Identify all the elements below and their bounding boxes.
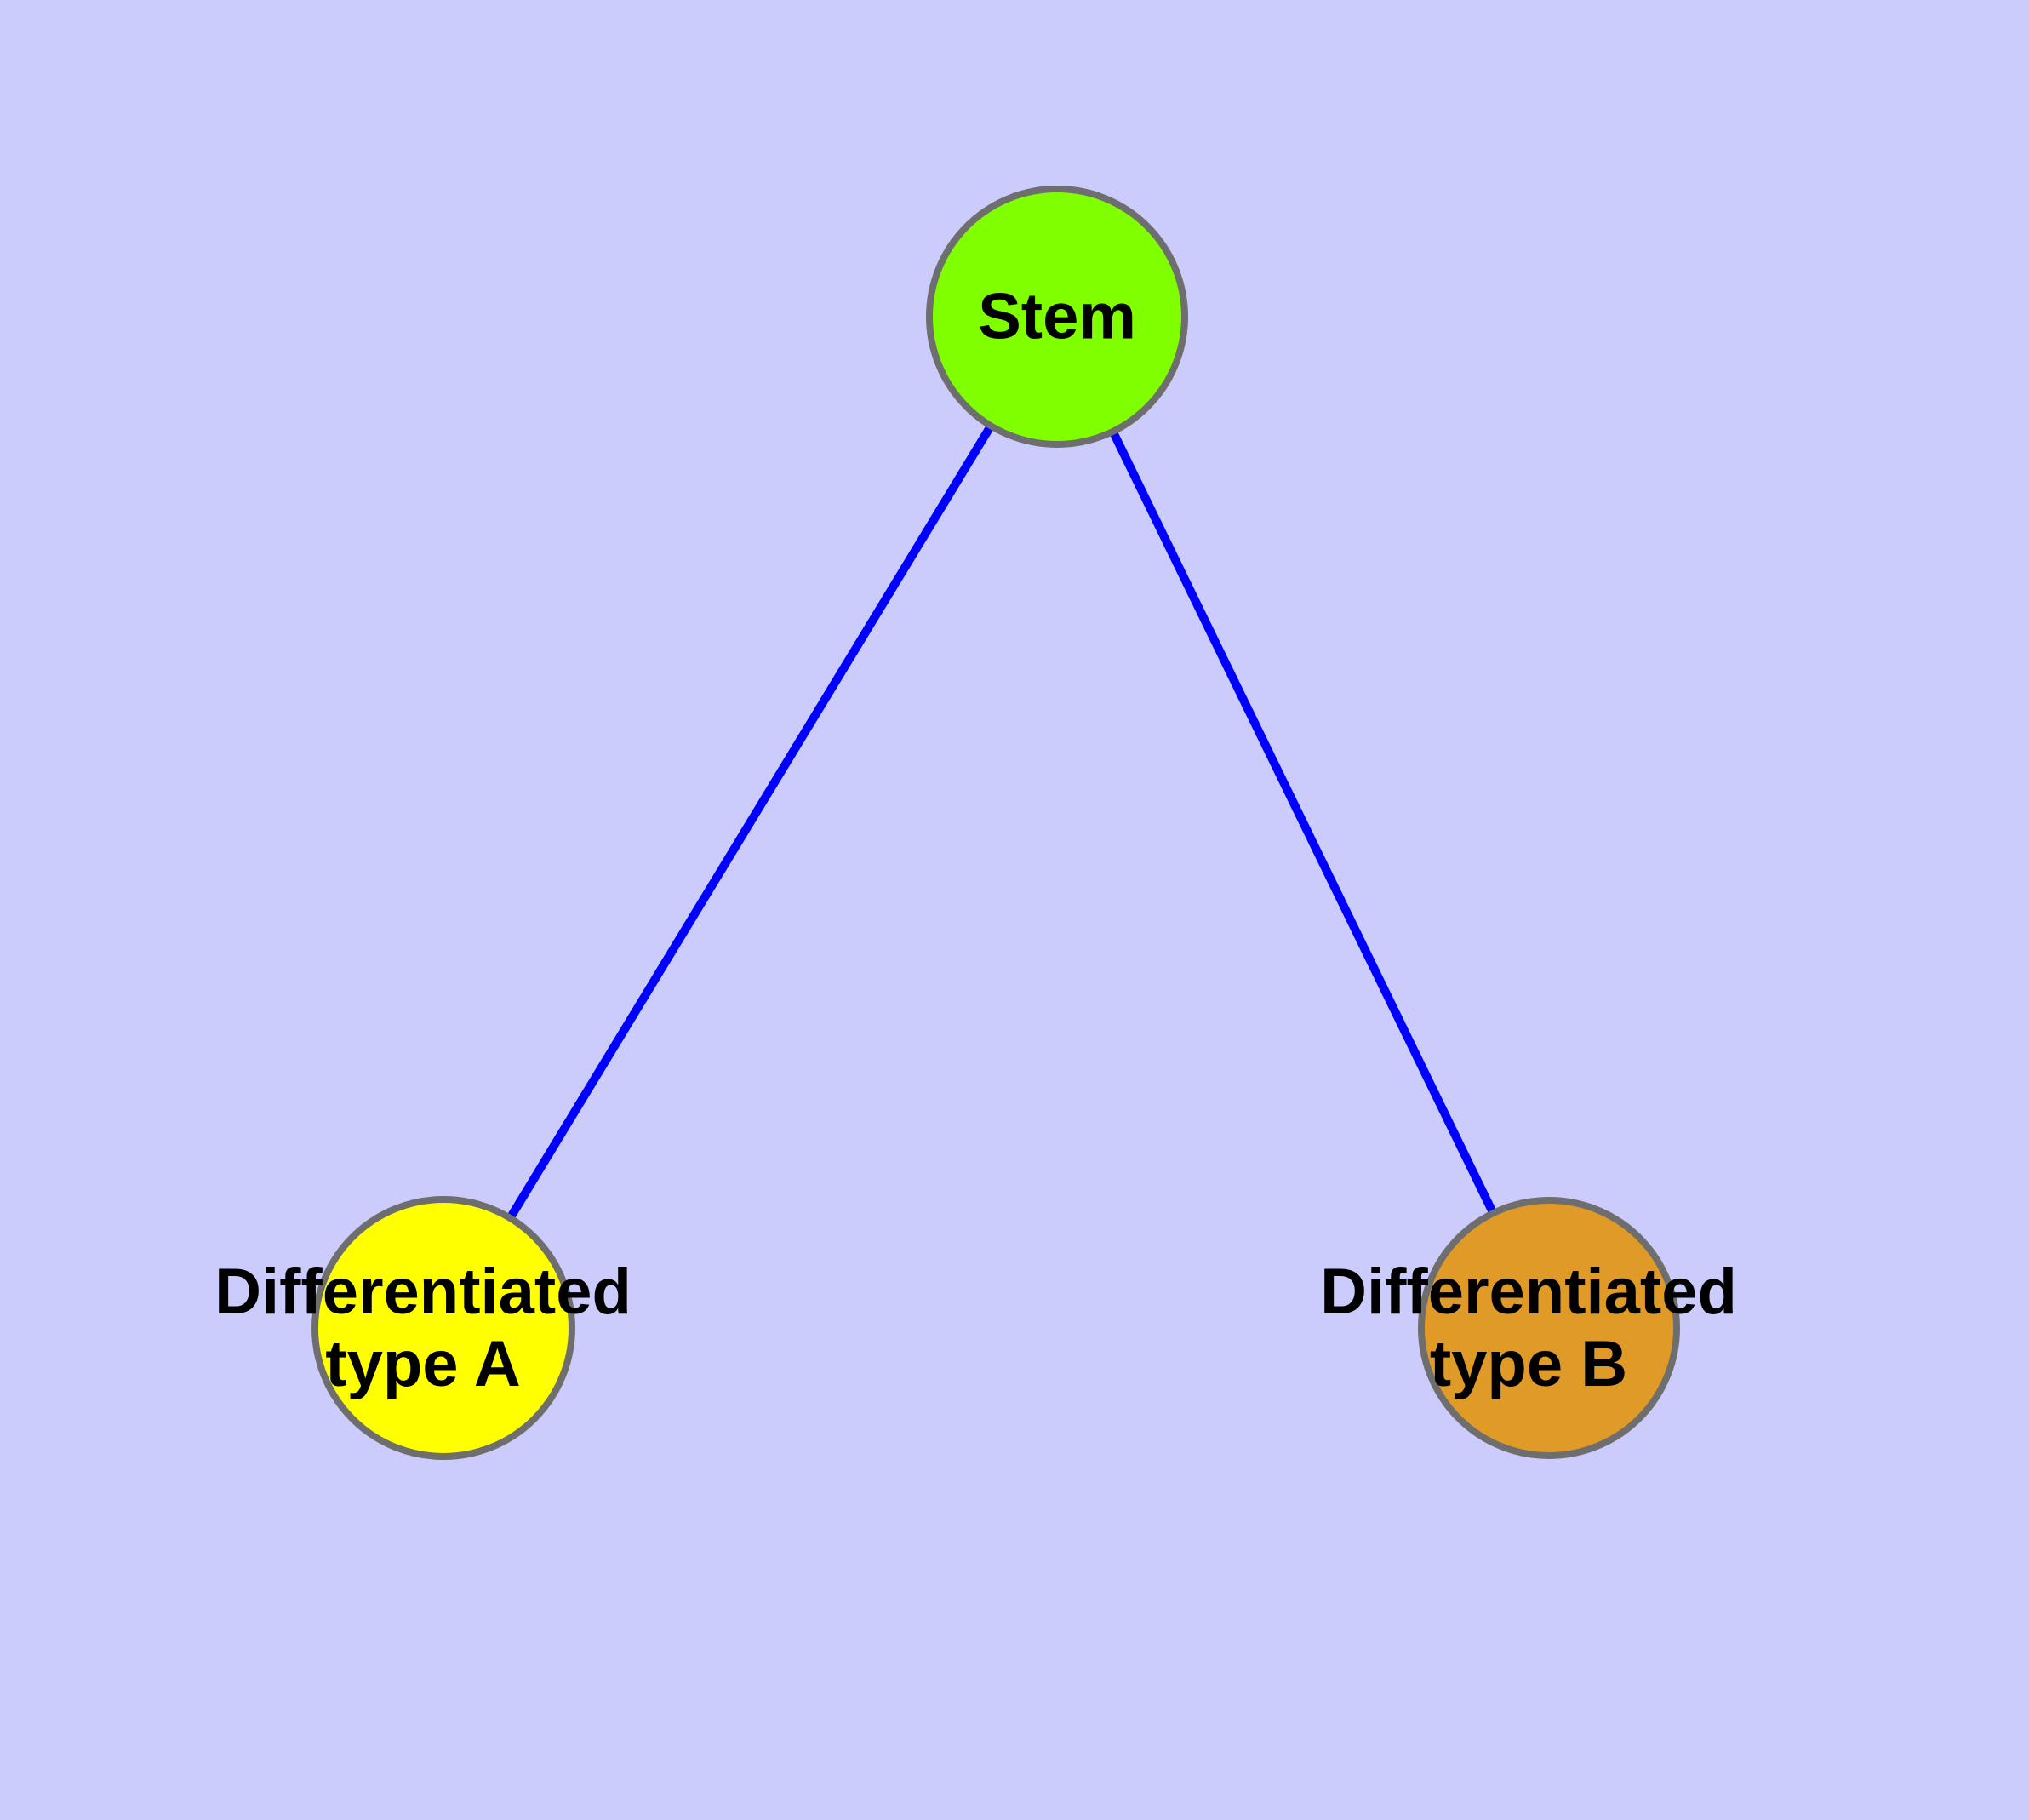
node-stem[interactable] bbox=[926, 186, 1188, 448]
edge-stem-to-differentiated-type-a bbox=[439, 314, 1061, 1331]
edge-stem-to-differentiated-type-b bbox=[1053, 314, 1553, 1331]
node-layer bbox=[311, 186, 1680, 1460]
node-differentiated-type-a[interactable] bbox=[311, 1196, 575, 1460]
node-differentiated-type-b[interactable] bbox=[1418, 1197, 1680, 1459]
edge-layer bbox=[439, 314, 1553, 1331]
